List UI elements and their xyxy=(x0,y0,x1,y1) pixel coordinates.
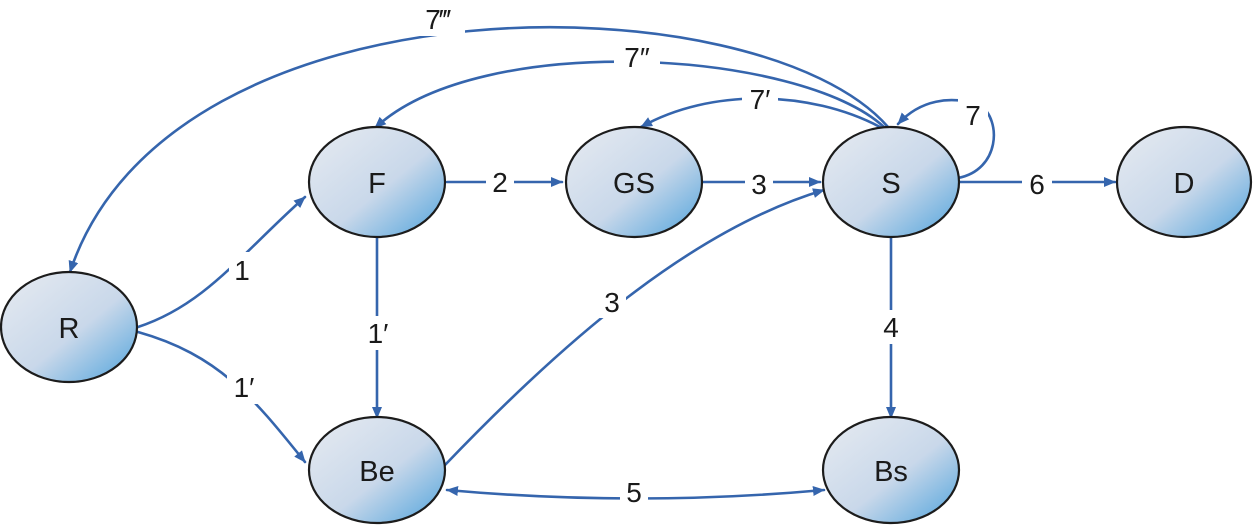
edge-be-s xyxy=(443,188,826,467)
edge-labels-layer: 1 1′ 1′ 2 3 3 4 5 xyxy=(227,2,1052,508)
node-bs: Bs xyxy=(821,415,961,525)
node-s: S xyxy=(821,125,961,239)
edge-label-be-s: 3 xyxy=(598,284,626,318)
edge-label-r-f: 1 xyxy=(229,252,255,286)
svg-text:Bs: Bs xyxy=(874,456,908,488)
svg-text:3: 3 xyxy=(604,287,620,318)
node-f: F xyxy=(307,125,447,239)
svg-text:7″: 7″ xyxy=(624,42,650,73)
edge-label-be-bs: 5 xyxy=(620,476,648,508)
svg-text:2: 2 xyxy=(492,167,508,198)
svg-text:1′: 1′ xyxy=(368,318,389,349)
svg-text:GS: GS xyxy=(613,168,655,200)
svg-text:R: R xyxy=(59,313,80,345)
edge-label-gs-s: 3 xyxy=(745,165,773,200)
edge-label-r-be: 1′ xyxy=(227,370,261,404)
edge-label-s-bs: 4 xyxy=(876,310,906,344)
edge-r-f xyxy=(136,195,307,329)
edge-label-s-s: 7 xyxy=(958,98,988,132)
nodes-layer: R F GS S D Be Bs xyxy=(0,125,1253,525)
svg-text:Be: Be xyxy=(359,456,394,488)
svg-text:7′: 7′ xyxy=(750,84,771,115)
edge-r-be xyxy=(136,330,307,464)
edge-label-s-r: 7‴ xyxy=(411,2,465,36)
svg-text:D: D xyxy=(1174,168,1195,200)
edge-label-s-d: 6 xyxy=(1022,165,1052,200)
svg-text:7: 7 xyxy=(965,100,981,131)
edge-label-f-gs: 2 xyxy=(486,165,514,199)
svg-text:5: 5 xyxy=(626,477,642,508)
svg-text:7‴: 7‴ xyxy=(425,4,451,35)
svg-text:S: S xyxy=(881,168,900,200)
edges-layer xyxy=(68,26,1117,500)
node-be: Be xyxy=(307,415,447,525)
svg-text:6: 6 xyxy=(1029,169,1045,200)
edge-label-s-gs: 7′ xyxy=(742,82,778,116)
edge-s-r xyxy=(68,26,890,274)
edge-label-s-f: 7″ xyxy=(614,40,660,74)
svg-text:3: 3 xyxy=(751,169,767,200)
edge-label-f-be: 1′ xyxy=(361,316,395,350)
svg-text:4: 4 xyxy=(883,312,899,343)
svg-text:F: F xyxy=(368,168,386,200)
node-gs: GS xyxy=(564,125,704,239)
svg-text:1: 1 xyxy=(234,255,250,286)
node-d: D xyxy=(1115,125,1253,239)
node-r: R xyxy=(0,270,139,384)
svg-text:1′: 1′ xyxy=(234,372,255,403)
